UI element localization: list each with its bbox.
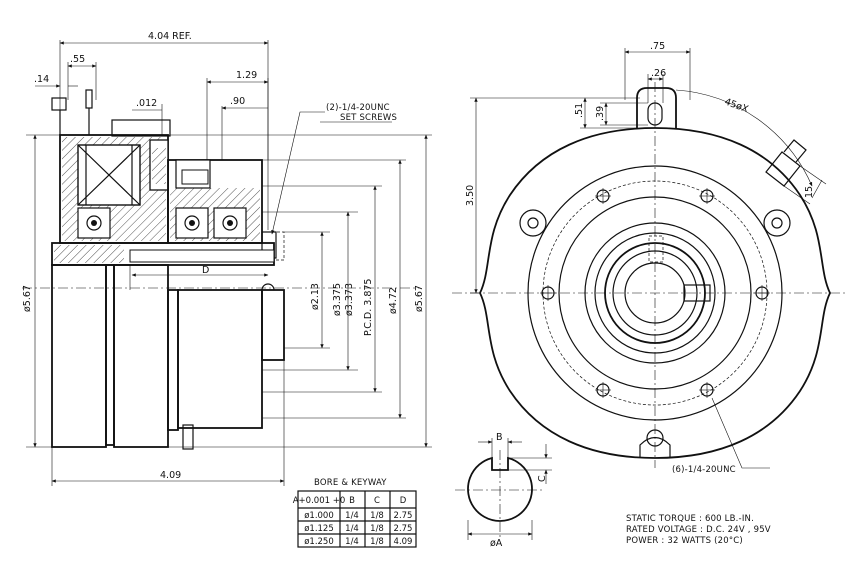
- dim-012: .012: [136, 98, 157, 109]
- table-cell: 1/8: [370, 537, 384, 547]
- tapped-holes: [540, 188, 770, 398]
- housing-outline: [479, 127, 831, 459]
- dim-129: 1.29: [236, 70, 257, 81]
- front-view: .75 .26 .51 .39 45øX 15 3.50 (6)-1/4-20U…: [452, 41, 845, 475]
- table-cell: 1/4: [345, 524, 359, 534]
- dim-dia472: ø4.72: [388, 287, 399, 314]
- spec-power: POWER : 32 WATTS (20°C): [626, 536, 743, 546]
- table-header-b: B: [349, 496, 355, 506]
- keyway-detail: B C øA: [455, 432, 552, 549]
- table-cell: 1/8: [370, 511, 384, 521]
- dim-055: .55: [70, 54, 85, 65]
- bore-keyway-table: BORE & KEYWAY A+0.001 +0 B C D ø1.000 1/…: [293, 478, 417, 548]
- dim-051: .51: [574, 103, 585, 118]
- table-cell: ø1.250: [304, 537, 334, 547]
- dim-015: 15: [804, 186, 815, 198]
- table-cell: ø1.125: [304, 524, 334, 534]
- dim-pcd: P.C.D. 3.875: [363, 279, 374, 336]
- dim-075: .75: [650, 41, 665, 52]
- table-header-c: C: [374, 496, 380, 506]
- keyway-a: øA: [490, 538, 503, 549]
- side-view: 4.04 REF. .55 .14 1.29 .012 .90 (2)-1/4-…: [22, 31, 432, 486]
- table-title: BORE & KEYWAY: [314, 478, 387, 488]
- dim-dia567-left: ø5.67: [22, 285, 33, 312]
- dim-dia3373: ø3.373: [344, 283, 355, 316]
- bearing-right: [213, 207, 247, 239]
- table-cell: 1/8: [370, 524, 384, 534]
- dim-039: .39: [595, 106, 606, 121]
- table-cell: 1/4: [345, 511, 359, 521]
- set-screws-label: (2)-1/4-20UNC: [326, 103, 390, 113]
- spec-torque: STATIC TORQUE : 600 LB.-IN.: [626, 514, 754, 524]
- dim-overall-ref: 4.04 REF.: [148, 31, 192, 42]
- dim-dia567-right: ø5.67: [414, 285, 425, 312]
- dim-350: 3.50: [465, 185, 476, 206]
- table-cell: ø1.000: [304, 511, 334, 521]
- table-header-d: D: [400, 496, 407, 506]
- dim-026: .26: [651, 68, 666, 79]
- table-cell: 1/4: [345, 537, 359, 547]
- dim-014: .14: [34, 74, 49, 85]
- table-cell: 2.75: [394, 524, 413, 534]
- top-mounting-lug: [636, 87, 677, 128]
- table-cell: 2.75: [394, 511, 413, 521]
- table-header-a: A+0.001 +0: [293, 496, 346, 506]
- keyway-c: C: [537, 475, 548, 482]
- dim-angle: 45øX: [723, 96, 750, 115]
- bearing-mid: [175, 207, 209, 239]
- bearing-left: [77, 207, 111, 239]
- dim-d: D: [202, 265, 209, 276]
- dim-dia213: ø2.13: [310, 283, 321, 310]
- specifications: STATIC TORQUE : 600 LB.-IN. RATED VOLTAG…: [626, 514, 771, 546]
- keyway-b: B: [496, 432, 503, 443]
- dim-409: 4.09: [160, 470, 181, 481]
- table-cell: 4.09: [394, 537, 413, 547]
- bottom-mounting-lug: [639, 429, 671, 458]
- spec-voltage: RATED VOLTAGE : D.C. 24V , 95V: [626, 525, 771, 535]
- dim-090: .90: [230, 96, 245, 107]
- holes-label: (6)-1/4-20UNC: [672, 465, 736, 475]
- dim-dia3375: ø3.375: [332, 283, 343, 316]
- set-screws-label-2: SET SCREWS: [340, 113, 397, 123]
